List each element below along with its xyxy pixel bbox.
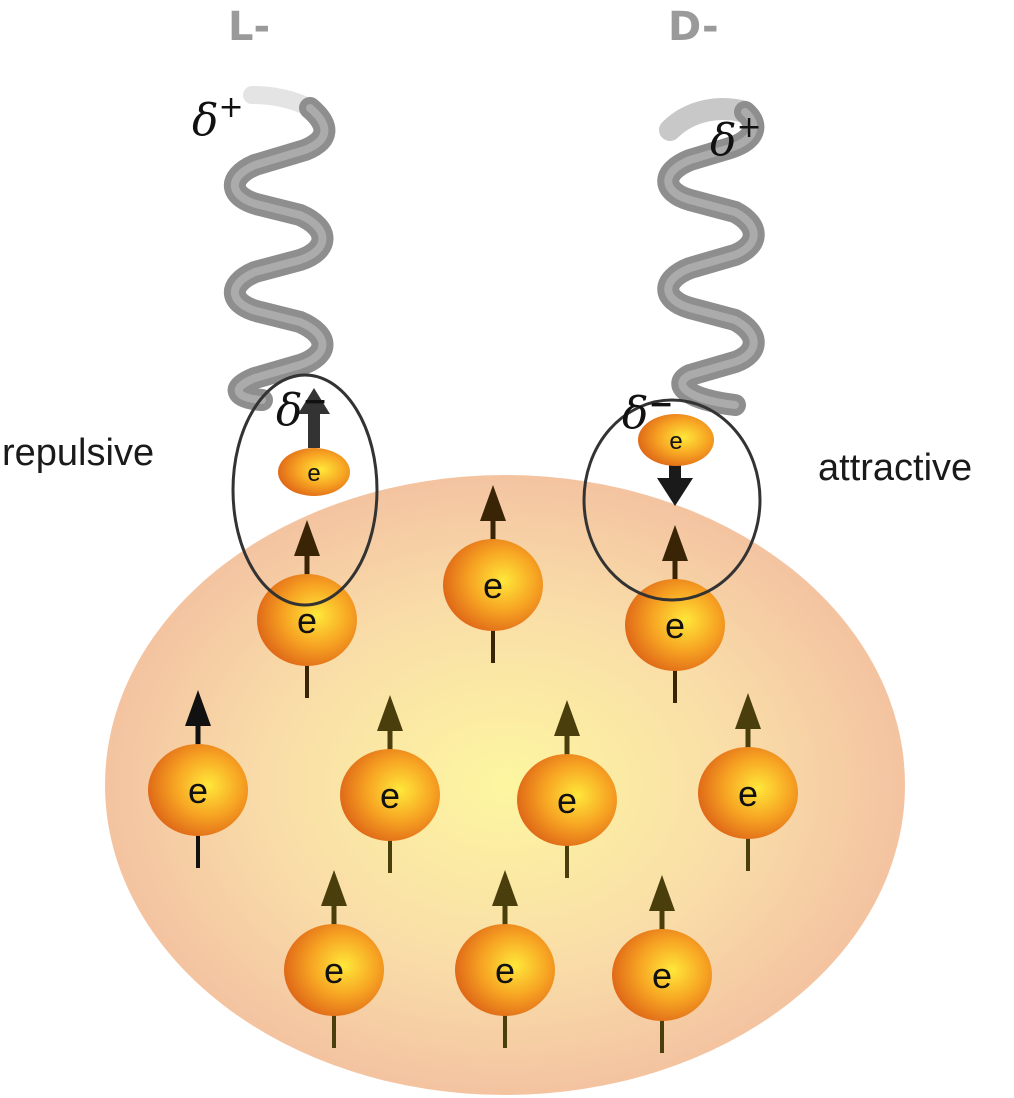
sea-electron: e <box>455 870 555 1048</box>
delta-plus-right: δ+ <box>710 110 762 166</box>
electron-label: e <box>297 600 317 641</box>
electron-label: e <box>738 773 758 814</box>
spin-arrow-up-icon <box>298 388 330 448</box>
spin-arrow-up-icon <box>321 870 347 906</box>
electron-label: e <box>188 770 208 811</box>
sea-electrons: e e e e e e e e e e <box>148 485 798 1053</box>
spin-arrow-up-icon <box>554 700 580 736</box>
spin-arrow-up-icon <box>649 875 675 911</box>
spin-arrow-up-icon <box>492 870 518 906</box>
electron-label: e <box>495 950 515 991</box>
electron-label: e <box>557 780 577 821</box>
helix-left <box>224 86 336 411</box>
sea-electron: e <box>284 870 384 1048</box>
sea-electron: e <box>698 693 798 871</box>
spin-arrow-up-icon <box>185 690 211 726</box>
interaction-ellipse-left <box>231 373 379 607</box>
electron-label: e <box>324 950 344 991</box>
label-d-enantiomer: D- <box>668 4 719 50</box>
electron-label: e <box>665 605 685 646</box>
spin-arrow-up-icon <box>662 525 688 561</box>
spin-arrow-up-icon <box>377 695 403 731</box>
interaction-site-right: e δ− <box>582 387 762 602</box>
interaction-ellipse-right <box>582 398 762 602</box>
label-l-enantiomer: L- <box>228 4 270 50</box>
interaction-site-left: e δ− <box>231 373 379 607</box>
sea-electron: e <box>625 525 725 703</box>
svg-text:e: e <box>307 460 320 487</box>
sea-electron: e <box>612 875 712 1053</box>
delta-minus-right: δ− <box>622 387 674 439</box>
electron-label: e <box>380 775 400 816</box>
electron-label: e <box>652 955 672 996</box>
delta-minus-left: δ− <box>276 384 328 436</box>
svg-text:e: e <box>669 428 682 455</box>
delta-plus-left: δ+ <box>192 90 244 146</box>
electron-label: e <box>483 565 503 606</box>
sea-electron: e <box>340 695 440 873</box>
label-repulsive: repulsive <box>2 432 154 474</box>
sea-electron: e <box>517 700 617 878</box>
helix-electron-left: e <box>278 448 350 496</box>
helix-right <box>657 98 765 416</box>
spin-arrow-up-icon <box>294 520 320 556</box>
sea-electron: e <box>148 690 248 868</box>
label-attractive: attractive <box>818 447 972 489</box>
helix-electron-right: e <box>638 414 714 466</box>
spin-arrow-up-icon <box>480 485 506 521</box>
spin-arrow-up-icon <box>735 693 761 729</box>
sea-electron: e <box>443 485 543 663</box>
